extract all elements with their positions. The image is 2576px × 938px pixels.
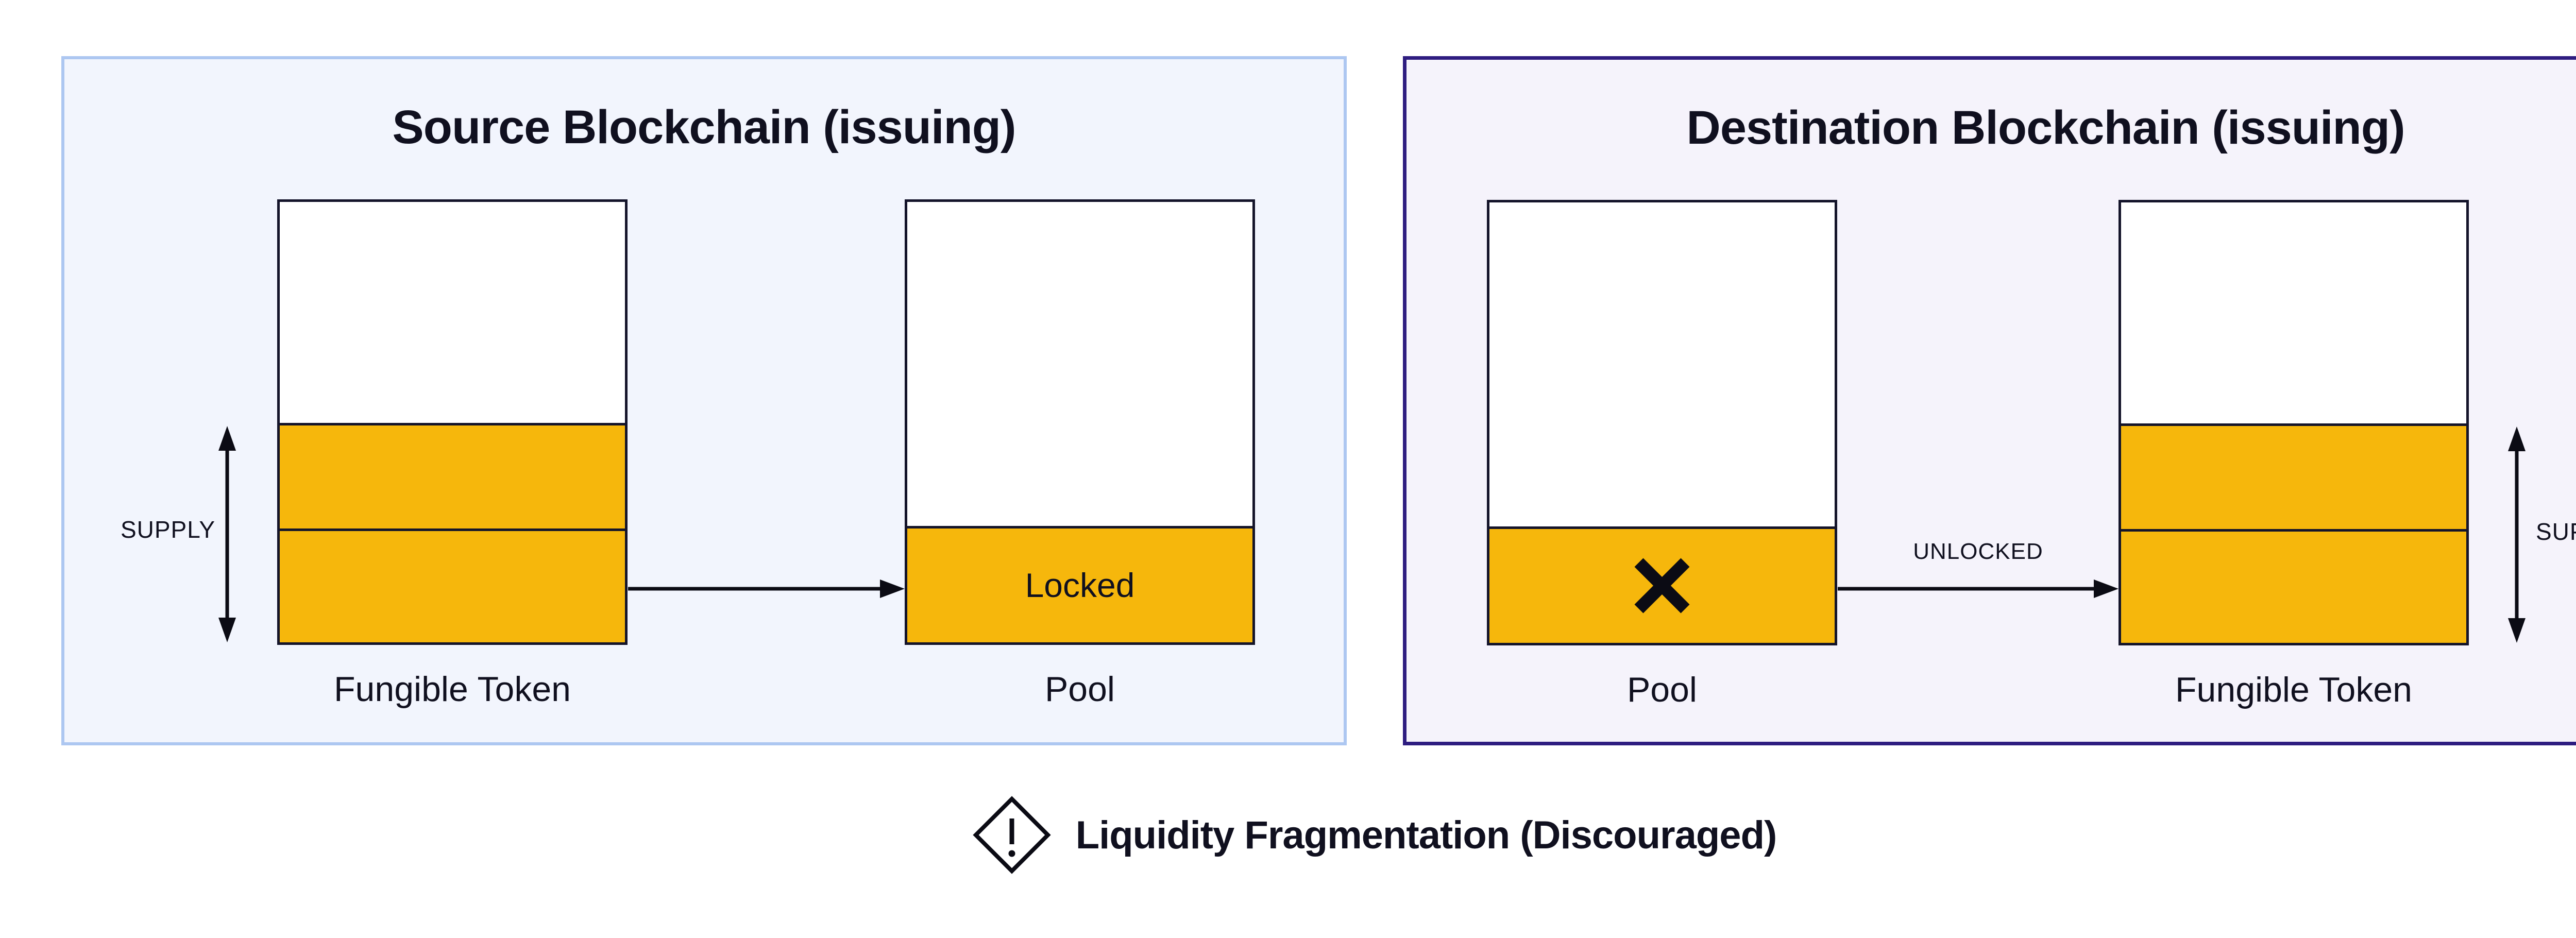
source-token-supply-lower-section [280, 528, 625, 642]
double-headed-vertical-arrow-icon [218, 426, 236, 642]
destination-pool-blocked-section [1489, 526, 1835, 643]
source-pool-box-label: Pool [1044, 670, 1115, 709]
source-fungible-token-box [277, 199, 628, 645]
source-pool-empty-section [907, 202, 1252, 526]
destination-pool-box-label: Pool [1626, 670, 1698, 709]
source-panel-title: Source Blockchain (issuing) [392, 101, 1016, 154]
destination-token-supply-lower-section [2121, 529, 2466, 643]
destination-supply-label: SUPPLY [2536, 518, 2576, 545]
double-headed-vertical-arrow-icon [2508, 427, 2526, 643]
caption-text: Liquidity Fragmentation (Discouraged) [1075, 813, 1777, 857]
warning-diamond-exclamation-icon [973, 796, 1051, 874]
source-token-box-label: Fungible Token [334, 670, 571, 709]
destination-token-unissued-section [2121, 202, 2466, 423]
cross-icon [1634, 558, 1690, 613]
arrow-right-icon [1838, 579, 2119, 598]
destination-panel-title: Destination Blockchain (issuing) [1686, 101, 2405, 154]
destination-token-box-label: Fungible Token [2175, 670, 2412, 709]
source-token-unissued-section [280, 202, 625, 423]
source-supply-label: SUPPLY [120, 516, 216, 543]
arrow-right-icon [628, 579, 905, 598]
destination-blockchain-panel: Destination Blockchain (issuing) UNLOCKE… [1403, 56, 2576, 745]
source-blockchain-panel: Source Blockchain (issuing) SUPPLY Locke… [61, 56, 1347, 745]
unlocked-label: UNLOCKED [1913, 539, 2043, 564]
destination-pool-empty-section [1489, 202, 1835, 526]
destination-token-supply-upper-section [2121, 423, 2466, 530]
destination-pool-box [1487, 200, 1837, 645]
destination-fungible-token-box [2119, 200, 2469, 645]
source-pool-locked-section: Locked [907, 525, 1252, 642]
caption-row: Liquidity Fragmentation (Discouraged) [0, 791, 2576, 879]
source-pool-box: Locked [905, 199, 1255, 645]
locked-label: Locked [1025, 566, 1135, 605]
source-token-supply-upper-section [280, 422, 625, 529]
